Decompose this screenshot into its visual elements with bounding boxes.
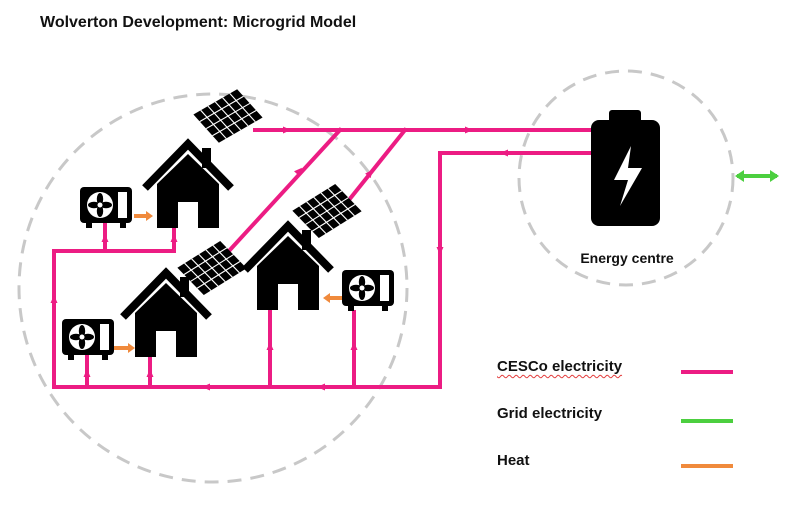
heat-pump-icon: [342, 270, 394, 311]
legend-swatch-cesco: [681, 370, 733, 374]
heat-pump-icon: [62, 319, 114, 360]
energy-centre-label: Energy centre: [580, 250, 674, 266]
diagram-title: Wolverton Development: Microgrid Model: [40, 14, 357, 31]
energy-centre-boundary: [517, 69, 735, 287]
microgrid-boundary: [17, 92, 409, 484]
battery-icon: [591, 110, 660, 226]
house-icon: [245, 226, 331, 310]
heat-pump-icon: [80, 187, 132, 228]
house-icon: [145, 144, 231, 228]
legend-label-grid: Grid electricity: [497, 405, 603, 422]
grid-connection: [735, 170, 779, 182]
solar-panel-icon: [291, 183, 363, 239]
legend-swatch-grid: [681, 419, 733, 423]
lightning-bolt-icon: [614, 146, 642, 206]
legend-swatch-heat: [681, 464, 733, 468]
legend-label-cesco: CESCo electricity: [497, 358, 623, 375]
heat-links: [110, 211, 342, 353]
legend-label-heat: Heat: [497, 452, 530, 469]
